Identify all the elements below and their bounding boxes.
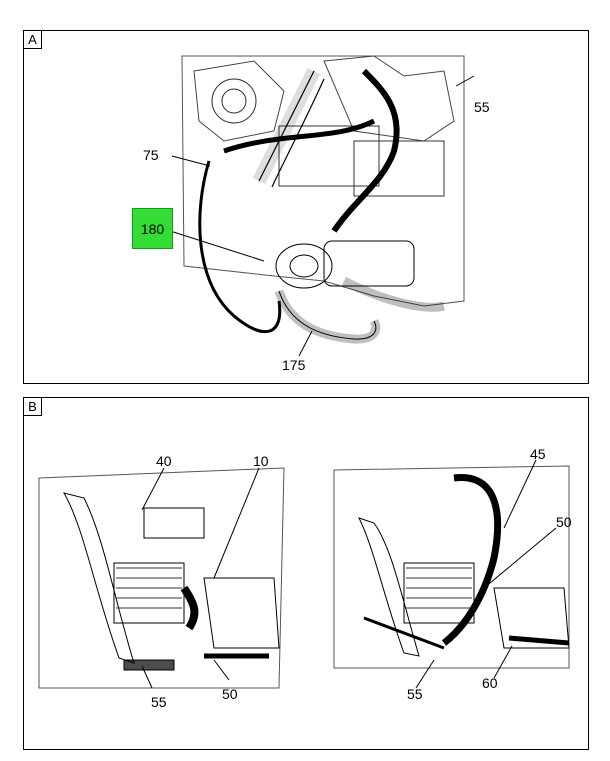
- callout-b-left-50: 50: [222, 686, 238, 702]
- panel-b-engine-illustrations: [38, 459, 570, 689]
- panel-b: B: [23, 397, 589, 750]
- callout-b-right-45: 45: [530, 446, 546, 462]
- callout-55: 55: [474, 99, 490, 115]
- callout-b-right-55: 55: [407, 686, 423, 702]
- callout-b-right-60: 60: [482, 675, 498, 691]
- callout-180-highlighted: 180: [132, 208, 173, 249]
- callout-b-left-55: 55: [151, 694, 167, 710]
- panel-a-engine-illustration: [163, 55, 475, 357]
- panel-a: A: [23, 30, 589, 384]
- callout-b-left-10: 10: [253, 453, 269, 469]
- callout-75: 75: [143, 147, 159, 163]
- callout-175: 175: [282, 357, 306, 373]
- panel-b-label: B: [24, 398, 42, 416]
- panel-a-label: A: [24, 31, 42, 49]
- callout-b-left-40: 40: [156, 453, 172, 469]
- callout-b-right-50: 50: [556, 514, 572, 530]
